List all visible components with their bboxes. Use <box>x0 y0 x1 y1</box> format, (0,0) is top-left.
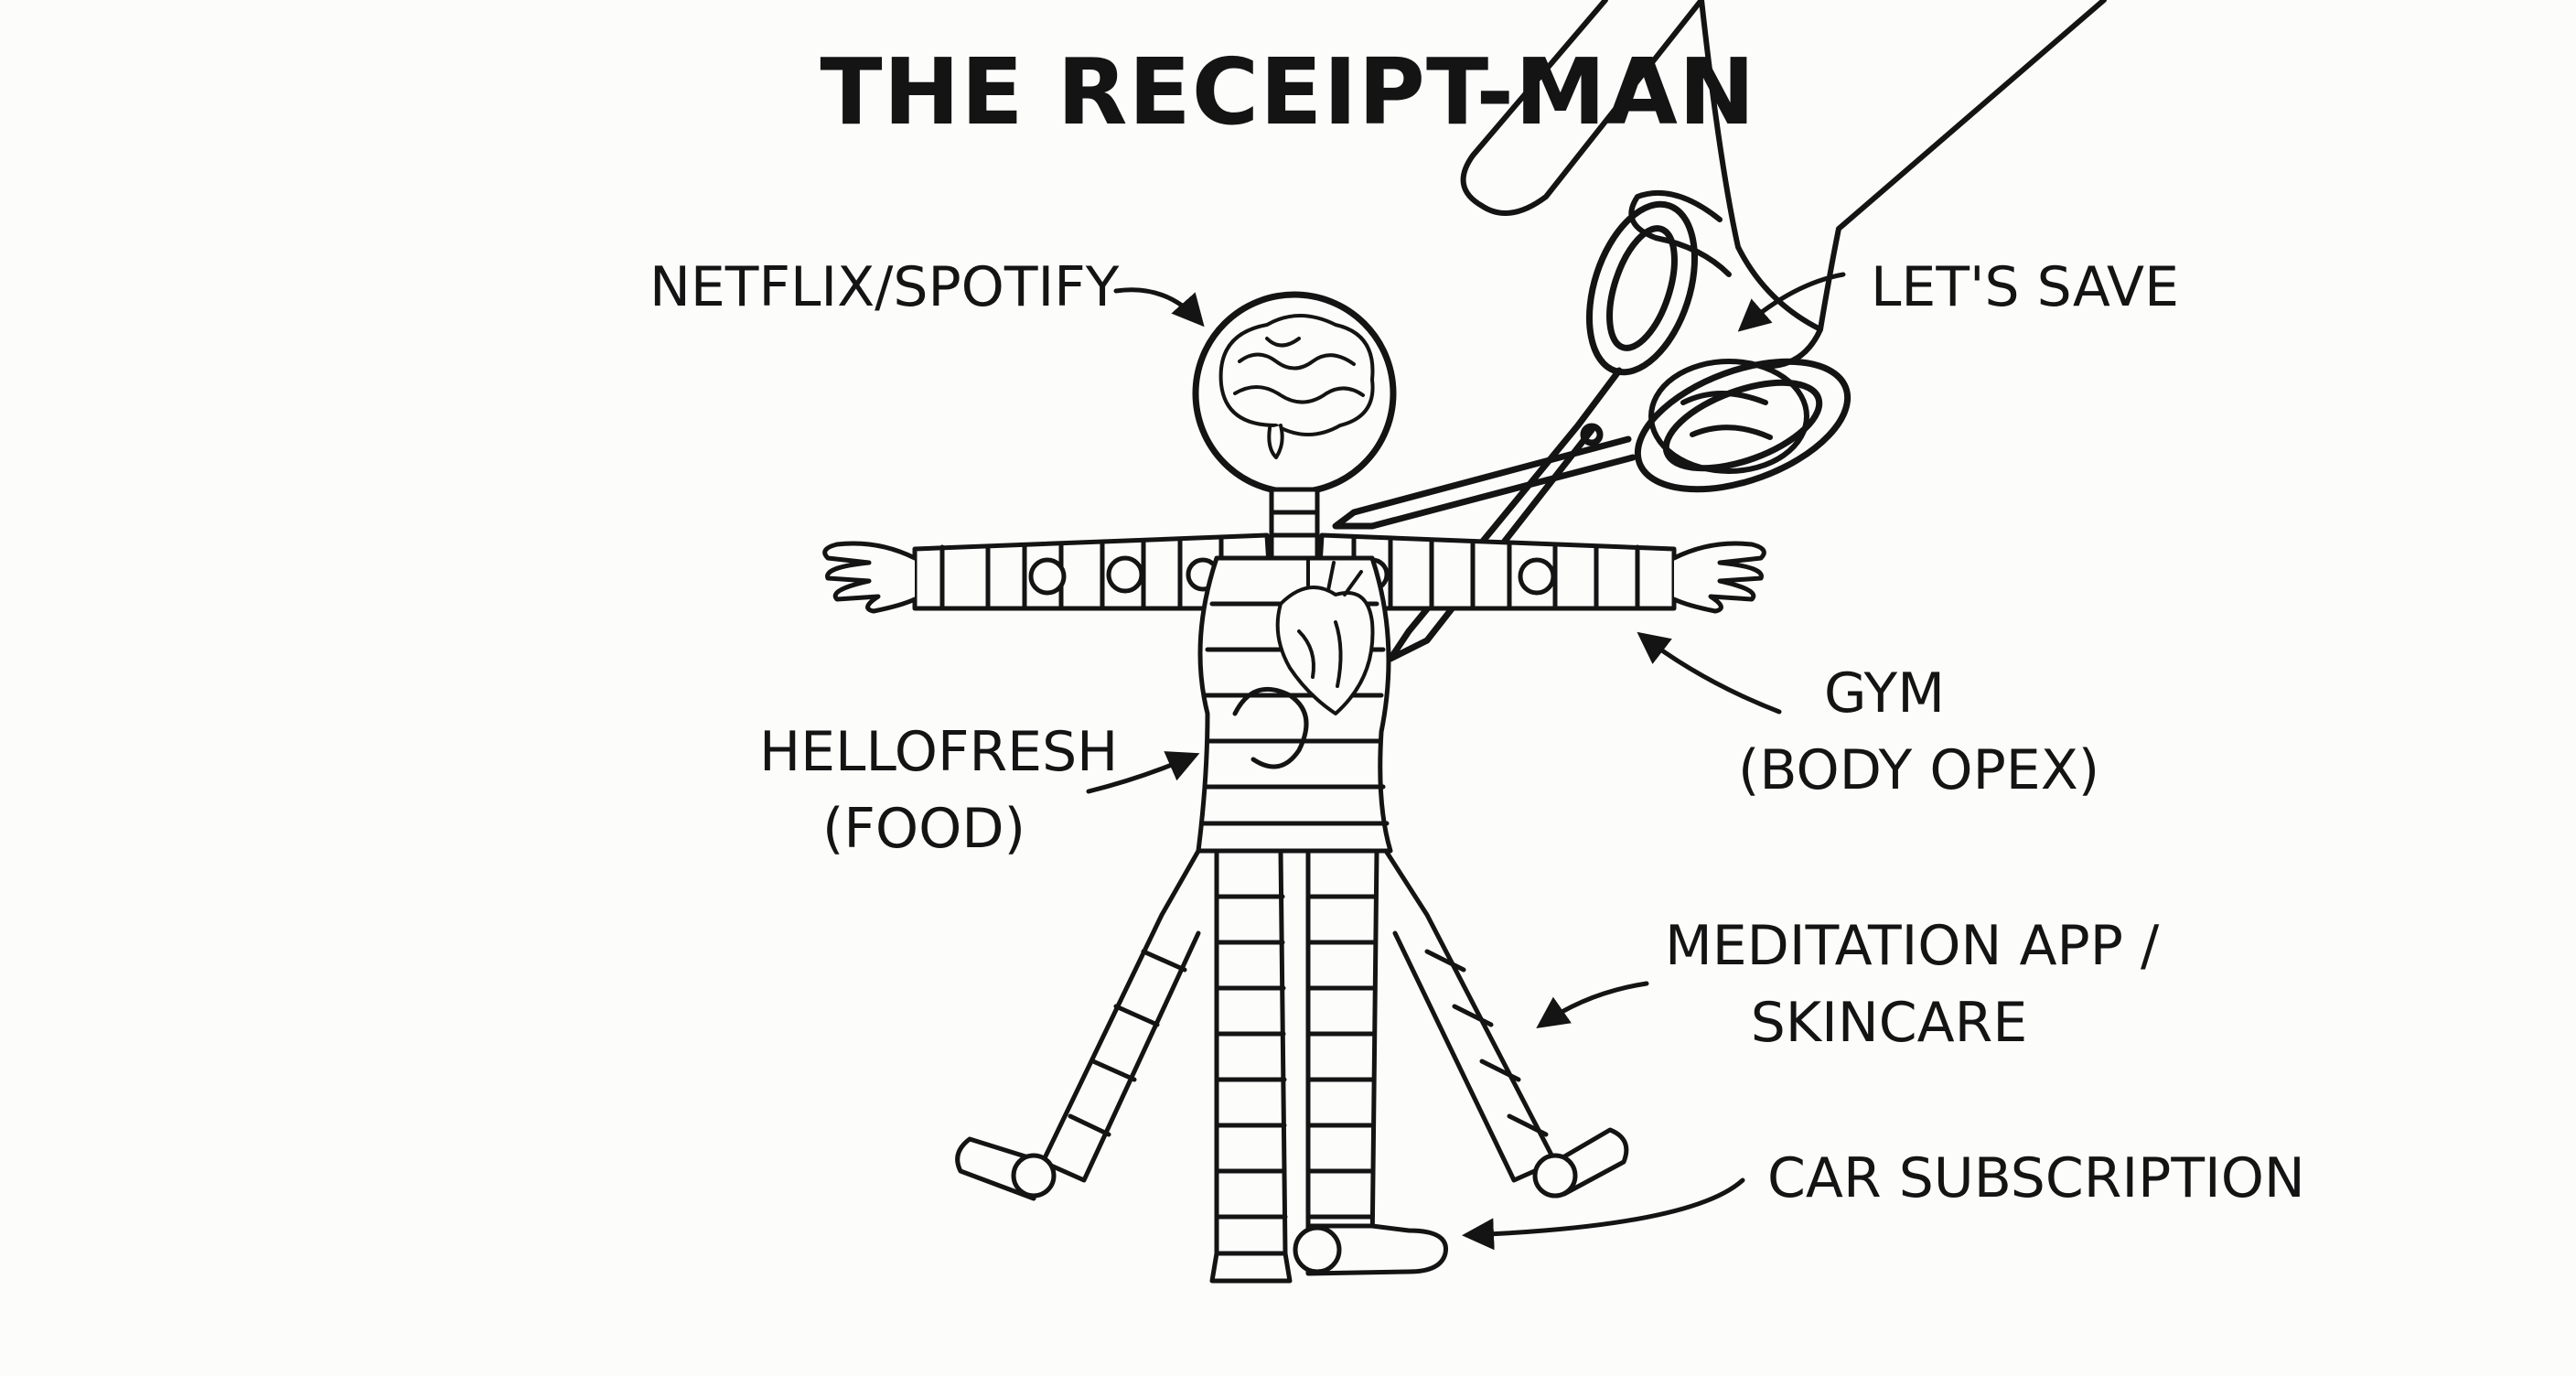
receipt-figure <box>822 291 1766 1284</box>
hand-icon <box>1460 0 2107 474</box>
right-leg <box>1293 848 1629 1276</box>
right-arm <box>1315 532 1766 614</box>
annotation-arrows <box>1086 272 1846 1251</box>
left-arm <box>822 532 1274 614</box>
label-hellofresh: HELLOFRESH (FOOD) <box>759 720 1119 861</box>
label-netflix-spotify: NETFLIX/SPOTIFY <box>649 255 1120 319</box>
left-leg <box>955 848 1293 1284</box>
page-title: THE RECEIPT-MAN <box>820 38 1756 145</box>
brain-icon <box>1218 314 1375 459</box>
label-gym: GYM (BODY OPEX) <box>1738 661 2100 802</box>
label-car-subscription: CAR SUBSCRIPTION <box>1767 1146 2305 1210</box>
label-meditation-skincare: MEDITATION APP / SKINCARE <box>1665 914 2160 1055</box>
heart-icon <box>1275 558 1375 715</box>
label-lets-save: LET'S SAVE <box>1871 255 2180 319</box>
scissors-icon <box>1332 200 1852 662</box>
